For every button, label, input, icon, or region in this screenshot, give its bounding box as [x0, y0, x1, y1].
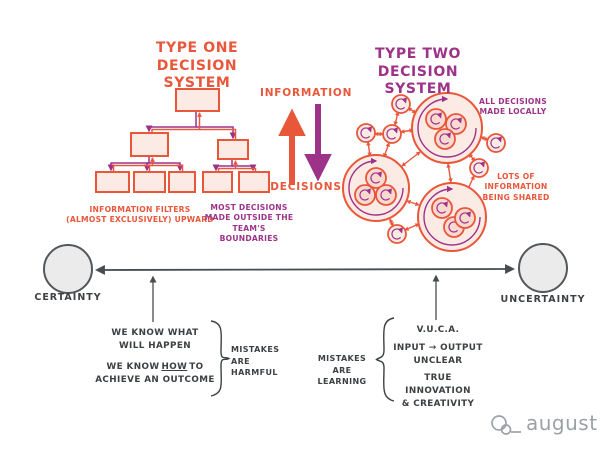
certainty-note-1: WE KNOW WHAT WILL HAPPEN — [111, 328, 199, 351]
mistakes-learning-label: MISTAKES ARE LEARNING — [317, 354, 367, 387]
org-box-leaf-3 — [168, 171, 196, 193]
certainty-axis — [43, 243, 568, 322]
org-box-leaf-2 — [133, 171, 166, 193]
certainty-node — [43, 244, 93, 294]
type-two-title: TYPE TWO DECISION SYSTEM — [374, 46, 462, 97]
august-logo-text: august — [526, 411, 598, 435]
team-circle-c — [417, 182, 487, 252]
vuca-item: V.U.C.A. — [416, 325, 460, 335]
team-circle-a — [411, 92, 483, 164]
type-one-caption-left: INFORMATION FILTERS (ALMOST EXCLUSIVELY)… — [66, 205, 214, 225]
satellite-circle-3 — [383, 125, 401, 143]
type-two-caption-top: ALL DECISIONS MADE LOCALLY — [479, 97, 547, 117]
satellite-circle-6 — [388, 225, 406, 243]
org-box-mid-left — [130, 132, 169, 157]
uncertainty-note-list: V.U.C.A. INPUT → OUTPUT UNCLEAR TRUE INN… — [393, 324, 483, 416]
org-box-leaf-1 — [95, 171, 130, 193]
type-one-title: TYPE ONE DECISION SYSTEM — [155, 40, 239, 91]
type-two-network — [342, 92, 505, 252]
type-two-caption-bottom: LOTS OF INFORMATION BEING SHARED — [482, 172, 550, 202]
decisions-flow-label: DECISIONS — [270, 181, 342, 193]
left-facing-brace — [375, 317, 395, 402]
certainty-label: CERTAINTY — [34, 292, 102, 303]
innovation-item: TRUE INNOVATION & CREATIVITY — [401, 373, 475, 409]
org-box-top — [175, 88, 220, 112]
information-flow-label: INFORMATION — [260, 87, 353, 99]
type-one-caption-right: MOST DECISIONS MADE OUTSIDE THE TEAM'S B… — [204, 203, 294, 243]
team-circle-b — [342, 154, 410, 222]
certainty-note-2-line2: ACHIEVE AN OUTCOME — [95, 374, 215, 385]
org-box-leaf-5 — [238, 171, 270, 193]
satellite-circle-4 — [487, 134, 505, 152]
braces — [210, 317, 395, 402]
type-one-org-chart — [95, 88, 270, 193]
org-box-mid-right — [217, 139, 249, 160]
uncertainty-node — [518, 243, 568, 293]
august-logo-icon — [491, 415, 521, 435]
input-output-item: INPUT → OUTPUT UNCLEAR — [393, 342, 483, 366]
mistakes-harmful-label: MISTAKES ARE HARMFUL — [231, 345, 280, 378]
satellite-circle-2 — [357, 124, 375, 142]
uncertainty-label: UNCERTAINTY — [500, 294, 586, 305]
org-box-leaf-4 — [202, 171, 233, 193]
right-facing-brace — [210, 320, 231, 397]
